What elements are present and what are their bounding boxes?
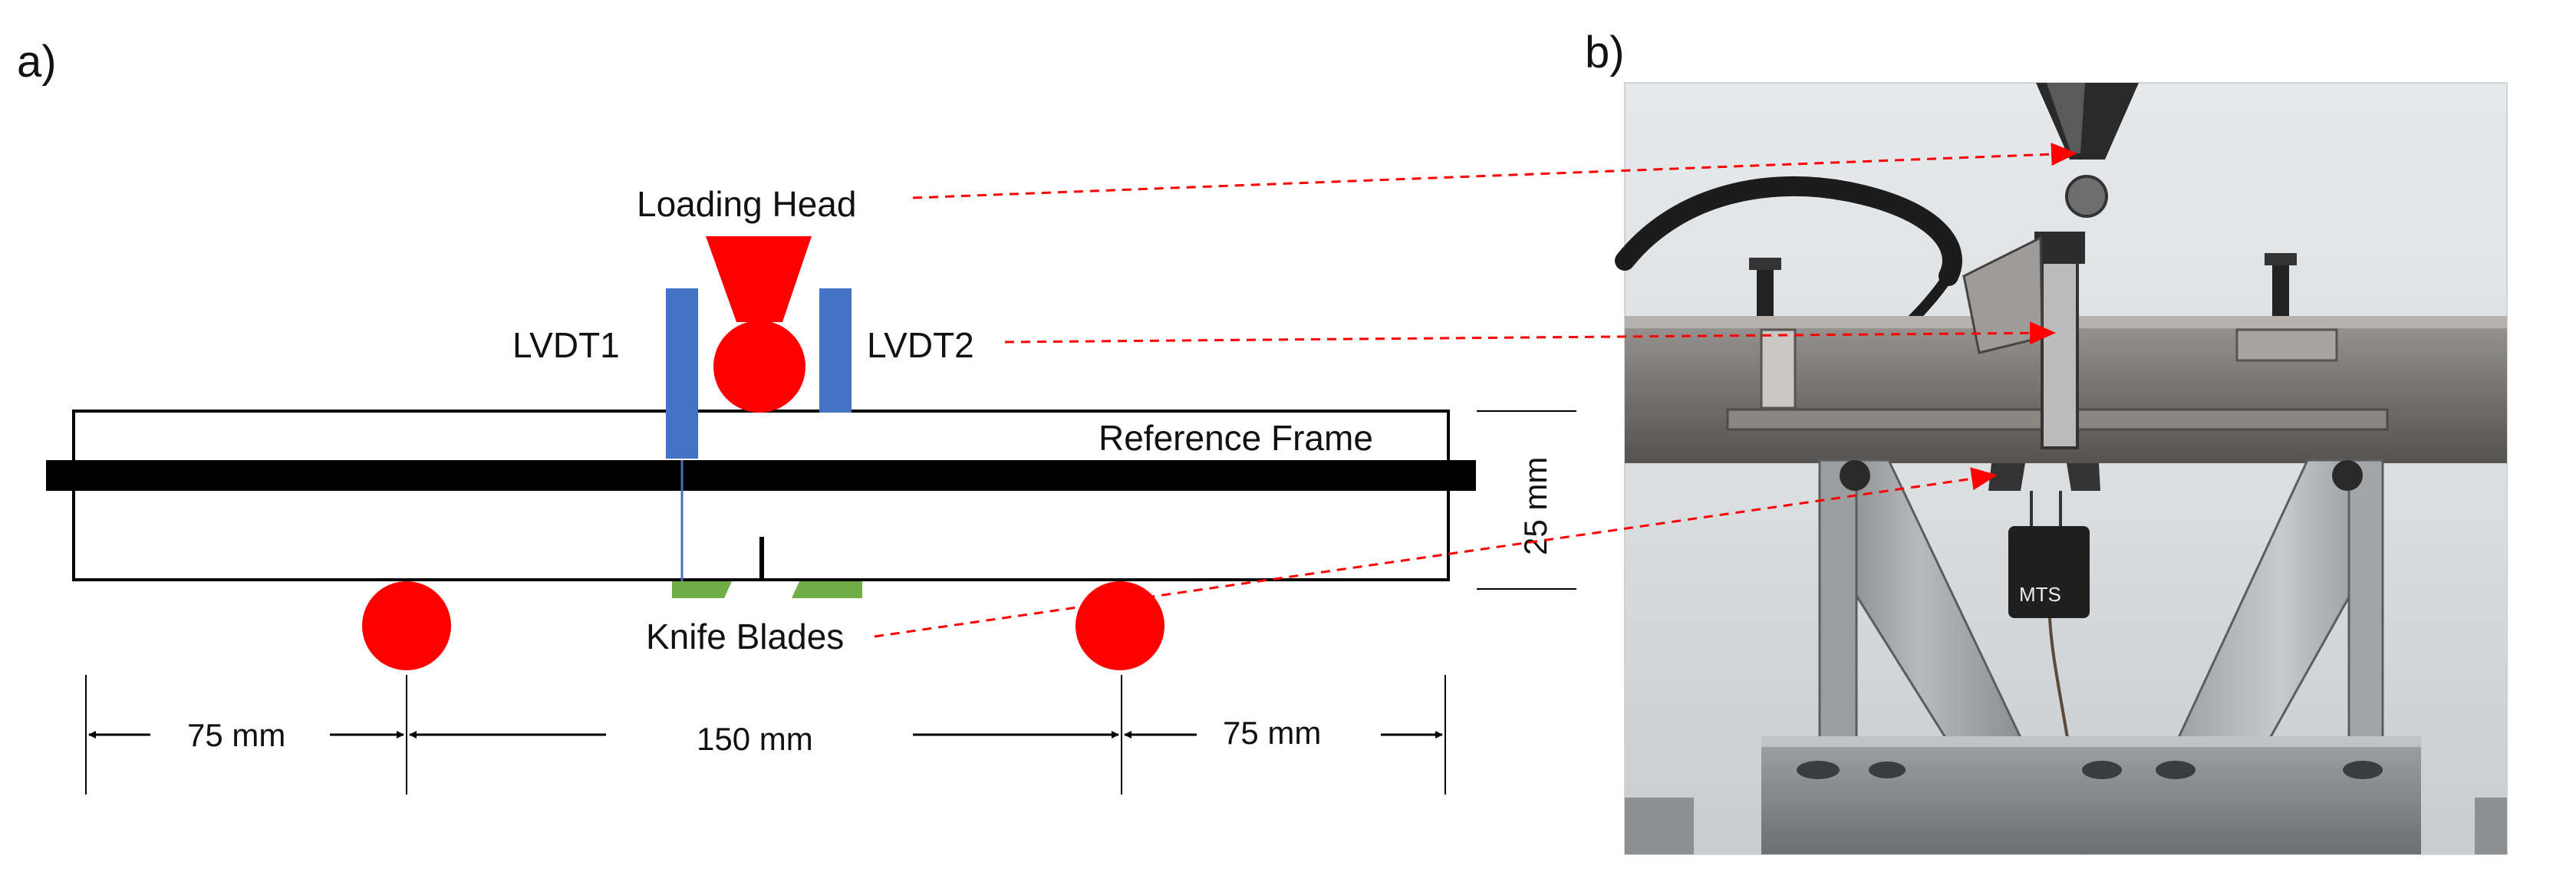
knife-blade-right — [792, 581, 862, 598]
beam — [46, 460, 1476, 491]
photo-base — [1761, 736, 2421, 854]
photo-lvdt — [2041, 233, 2079, 449]
knife-blades-label: Knife Blades — [646, 617, 844, 656]
lvdt1-sensor — [666, 288, 698, 459]
lvdt1-label: LVDT1 — [512, 325, 620, 365]
lvdt2-sensor — [819, 288, 852, 413]
callout-loading-head — [912, 143, 2077, 199]
span-center-label: 150 mm — [697, 721, 813, 757]
callout-knife-blades — [874, 467, 1998, 638]
panel-a-label: a) — [17, 37, 57, 87]
span-right-label: 75 mm — [1223, 715, 1321, 751]
photo-loading-ball — [2065, 175, 2108, 218]
loading-head-ball — [713, 321, 805, 413]
panel-b: b) — [1585, 28, 2508, 855]
reference-frame-label: Reference Frame — [1099, 418, 1373, 458]
loading-head-label: Loading Head — [637, 184, 856, 224]
panel-b-label: b) — [1585, 28, 1625, 77]
knife-blade-left — [672, 581, 732, 598]
test-setup-photo: MTS — [1615, 82, 2508, 855]
cable — [1615, 176, 1962, 286]
photo-device-label: MTS — [2019, 583, 2061, 606]
photo-clip-gauge — [2008, 526, 2090, 618]
callout-lvdt2 — [1004, 321, 2056, 345]
loading-head-wedge — [706, 236, 812, 322]
panel-a: a) Reference Frame LVDT1 LVDT2 Loading H… — [17, 37, 1576, 795]
support-left — [362, 581, 451, 670]
support-right — [1076, 581, 1164, 670]
callout-arrows — [874, 143, 2077, 638]
lvdt2-label: LVDT2 — [867, 325, 974, 365]
span-left-label: 75 mm — [187, 717, 285, 753]
